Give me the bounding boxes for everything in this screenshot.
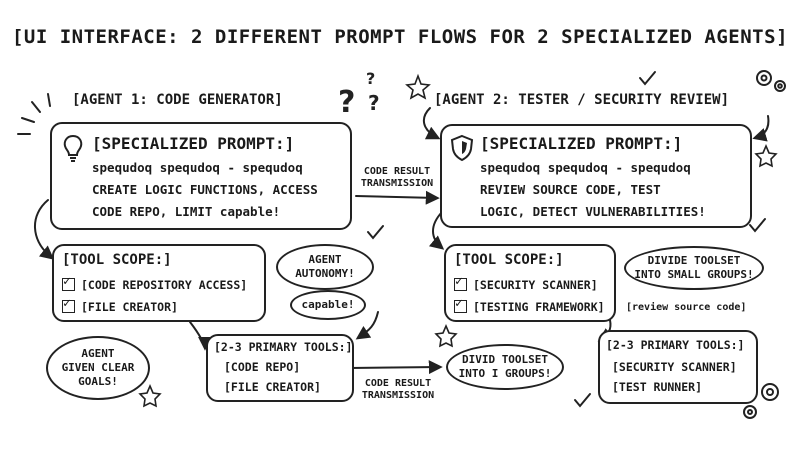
agent2-prompt-box: [SPECIALIZED PROMPT:] spequdoq spequdoq … (440, 124, 752, 228)
check-doodle-2 (749, 218, 766, 233)
agent1-tool-scope-box: [TOOL SCOPE:] [CODE REPOSITORY ACCESS] [… (52, 244, 266, 322)
gear-icon (756, 70, 786, 92)
gear-icon-bottom (743, 383, 779, 419)
arrow-right-prompt (752, 115, 770, 142)
note-review-source-code: [review source code] (626, 302, 747, 313)
cloud-capable: capable! (290, 290, 366, 320)
arrow-bottom-transmission (349, 360, 443, 375)
cloud-autonomy-line2: AUTONOMY! (295, 267, 355, 280)
agent1-prompt-head: [SPECIALIZED PROMPT:] (92, 134, 295, 153)
agent1-tool-head: [TOOL SCOPE:] (62, 252, 172, 268)
agent1-tool2: [FILE CREATOR] (81, 300, 178, 314)
agent2-tool1-row: [SECURITY SCANNER] (454, 274, 598, 292)
agent1-label: [AGENT 1: CODE GENERATOR] (72, 92, 283, 108)
star-doodle-1 (405, 73, 431, 100)
question-mark-doodle-2: ? (368, 91, 380, 115)
transmission-top-line1: CODE RESULT (363, 166, 431, 177)
arrow-capable-to-primary (355, 311, 379, 340)
agent2-primary-head: [2-3 PRIMARY TOOLS:] (606, 338, 745, 352)
cloud-capable-text: capable! (301, 298, 355, 311)
agent2-tool-scope-box: [TOOL SCOPE:] [SECURITY SCANNER] [TESTIN… (444, 244, 616, 322)
agent1-prompt-line1: spequdoq spequdoq - spequdoq (92, 160, 303, 175)
cloud-autonomy-line1: AGENT (308, 253, 342, 266)
transmission-bottom-line1: CODE RESULT (364, 378, 432, 389)
check-doodle-4 (639, 71, 656, 86)
arrow-a1-prompt-to-tools (34, 199, 55, 260)
agent2-primary2: [TEST RUNNER] (612, 380, 703, 394)
agent1-prompt-box: [SPECIALIZED PROMPT:] spequdoq spequdoq … (50, 122, 352, 230)
check-doodle-3 (574, 393, 591, 408)
agent2-tool2: [TESTING FRAMEWORK] (473, 300, 605, 314)
transmission-bottom-line2: TRANSMISSION (361, 390, 435, 401)
arrow-a2-label (422, 107, 441, 140)
transmission-top-line2: TRANSMISSION (360, 178, 434, 189)
cloud-divid-line2: INTO I GROUPS! (458, 367, 552, 380)
agent1-prompt-line3: CODE REPO, LIMIT capable! (92, 204, 281, 219)
agent2-tool-head: [TOOL SCOPE:] (454, 252, 564, 268)
cloud-goals-line2: GIVEN CLEAR (61, 361, 135, 374)
cloud-goals-line3: GOALS! (78, 375, 118, 388)
lightbulb-icon (63, 134, 83, 162)
arrow-a2-prompt-to-tools (428, 211, 445, 250)
question-mark-doodle: ? (338, 85, 355, 120)
agent2-prompt-line2: REVIEW SOURCE CODE, TEST (480, 182, 661, 197)
agent2-prompt-line3: LOGIC, DETECT VULNERABILITIES! (480, 204, 706, 219)
page-title: [UI INTERFACE: 2 DIFFERENT PROMPT FLOWS … (11, 26, 789, 48)
agent2-label: [AGENT 2: TESTER / SECURITY REVIEW] (434, 92, 730, 108)
check-doodle-1 (367, 225, 384, 240)
star-doodle-3 (434, 323, 458, 348)
agent2-tool1: [SECURITY SCANNER] (473, 278, 598, 292)
agent1-tool1-row: [CODE REPOSITORY ACCESS] (62, 274, 248, 292)
checkbox-icon (454, 296, 467, 313)
transmission-label-top: CODE RESULT TRANSMISSION (358, 166, 436, 190)
star-doodle-2 (754, 143, 778, 168)
cloud-divide-line1: DIVIDE TOOLSET (647, 254, 741, 267)
agent2-prompt-head: [SPECIALIZED PROMPT:] (480, 134, 683, 153)
agent2-tool2-row: [TESTING FRAMEWORK] (454, 296, 605, 314)
agent1-tool2-row: [FILE CREATOR] (62, 296, 178, 314)
transmission-label-bottom: CODE RESULT TRANSMISSION (356, 378, 440, 402)
star-doodle-4 (138, 383, 162, 408)
agent2-primary1: [SECURITY SCANNER] (612, 360, 737, 374)
agent1-tool1: [CODE REPOSITORY ACCESS] (81, 278, 248, 292)
cloud-goals-line1: AGENT (81, 347, 115, 360)
sparkle-lines (17, 93, 51, 135)
question-mark-doodle-small: ? (366, 69, 375, 88)
agent1-primary1: [CODE REPO] (224, 360, 301, 374)
agent1-primary-head: [2-3 PRIMARY TOOLS:] (214, 340, 353, 354)
agent2-primary-tools-box: [2-3 PRIMARY TOOLS:] [SECURITY SCANNER] … (598, 330, 758, 404)
cloud-divide-line2: INTO SMALL GROUPS! (634, 268, 754, 281)
checkbox-icon (454, 274, 467, 291)
cloud-divid-line1: DIVID TOOLSET (461, 353, 549, 366)
agent1-primary-tools-box: [2-3 PRIMARY TOOLS:] [CODE REPO] [FILE C… (206, 334, 354, 402)
agent1-prompt-line2: CREATE LOGIC FUNCTIONS, ACCESS (92, 182, 318, 197)
checkbox-icon (62, 274, 75, 291)
arrow-top-transmission (355, 190, 440, 205)
agent2-prompt-line1: spequdoq spequdoq - spequdoq (480, 160, 691, 175)
checkbox-icon (62, 296, 75, 313)
shield-icon (450, 134, 474, 162)
arrow-a1-tools-to-primary (189, 321, 212, 351)
agent1-primary2: [FILE CREATOR] (224, 380, 321, 394)
